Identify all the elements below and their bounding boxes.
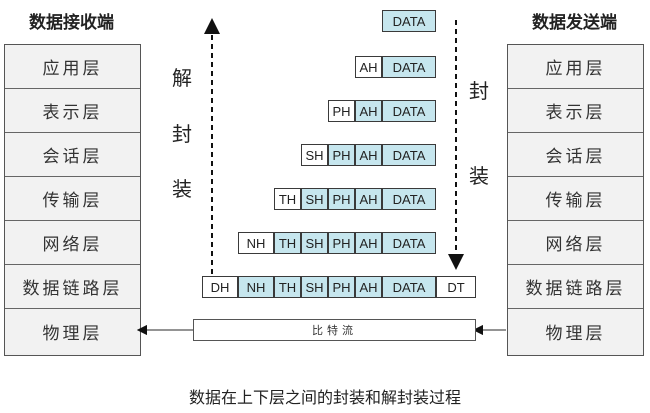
receiver-layer-2: 表示层 <box>5 89 140 133</box>
packet-row-3-data-cell: DATA <box>382 100 436 122</box>
receiver-layer-5: 网络层 <box>5 221 140 265</box>
packet-row-5-th-cell: TH <box>274 188 301 210</box>
packet-row-7-dh-cell: DH <box>202 276 238 298</box>
packet-row-7-ah-cell: AH <box>355 276 382 298</box>
decap-char-2: 封 <box>172 122 192 146</box>
packet-row-7-th-cell: TH <box>274 276 301 298</box>
receiver-layer-1: 应用层 <box>5 45 140 89</box>
sender-layer-4: 传输层 <box>508 177 643 221</box>
receiver-layer-4: 传输层 <box>5 177 140 221</box>
packet-row-2-ah-cell: AH <box>355 56 382 78</box>
receiver-layer-3: 会话层 <box>5 133 140 177</box>
packet-row-7-dt-cell: DT <box>436 276 476 298</box>
packet-row-5-ah-cell: AH <box>355 188 382 210</box>
sender-layer-stack: 应用层表示层会话层传输层网络层数据链路层物理层 <box>507 44 644 356</box>
sender-title: 数据发送端 <box>532 13 617 33</box>
packet-row-6-data-cell: DATA <box>382 232 436 254</box>
receiver-layer-6: 数据链路层 <box>5 265 140 309</box>
packet-row-6-ph-cell: PH <box>328 232 355 254</box>
sender-layer-7: 物理层 <box>508 309 643 353</box>
packet-row-6-th-cell: TH <box>274 232 301 254</box>
sender-layer-5: 网络层 <box>508 221 643 265</box>
packet-row-7-data-cell: DATA <box>382 276 436 298</box>
packet-row-1-data-cell: DATA <box>382 10 436 32</box>
packet-row-2-data-cell: DATA <box>382 56 436 78</box>
receiver-title: 数据接收端 <box>29 13 114 33</box>
packet-row-4-ph-cell: PH <box>328 144 355 166</box>
receiver-layer-stack: 应用层表示层会话层传输层网络层数据链路层物理层 <box>4 44 141 356</box>
packet-row-6-ah-cell: AH <box>355 232 382 254</box>
packet-row-7-nh-cell: NH <box>238 276 274 298</box>
decap-char-3: 装 <box>172 177 192 201</box>
packet-row-6-sh-cell: SH <box>301 232 328 254</box>
packet-row-4-sh-cell: SH <box>301 144 328 166</box>
sender-layer-6: 数据链路层 <box>508 265 643 309</box>
figure-caption: 数据在上下层之间的封装和解封装过程 <box>188 388 461 407</box>
packet-row-7-sh-cell: SH <box>301 276 328 298</box>
encap-char-2: 装 <box>469 164 489 188</box>
sender-layer-1: 应用层 <box>508 45 643 89</box>
packet-row-5-data-cell: DATA <box>382 188 436 210</box>
receiver-layer-7: 物理层 <box>5 309 140 353</box>
packet-row-3-ph-cell: PH <box>328 100 355 122</box>
packet-row-4-ah-cell: AH <box>355 144 382 166</box>
decap-char-1: 解 <box>172 66 192 90</box>
encap-char-1: 封 <box>469 79 489 103</box>
bitstream-bar: 比特流 <box>193 319 476 341</box>
packet-row-3-ah-cell: AH <box>355 100 382 122</box>
packet-row-7-ph-cell: PH <box>328 276 355 298</box>
packet-row-5-sh-cell: SH <box>301 188 328 210</box>
packet-row-6-nh-cell: NH <box>238 232 274 254</box>
packet-row-4-data-cell: DATA <box>382 144 436 166</box>
sender-layer-3: 会话层 <box>508 133 643 177</box>
packet-row-5-ph-cell: PH <box>328 188 355 210</box>
sender-layer-2: 表示层 <box>508 89 643 133</box>
